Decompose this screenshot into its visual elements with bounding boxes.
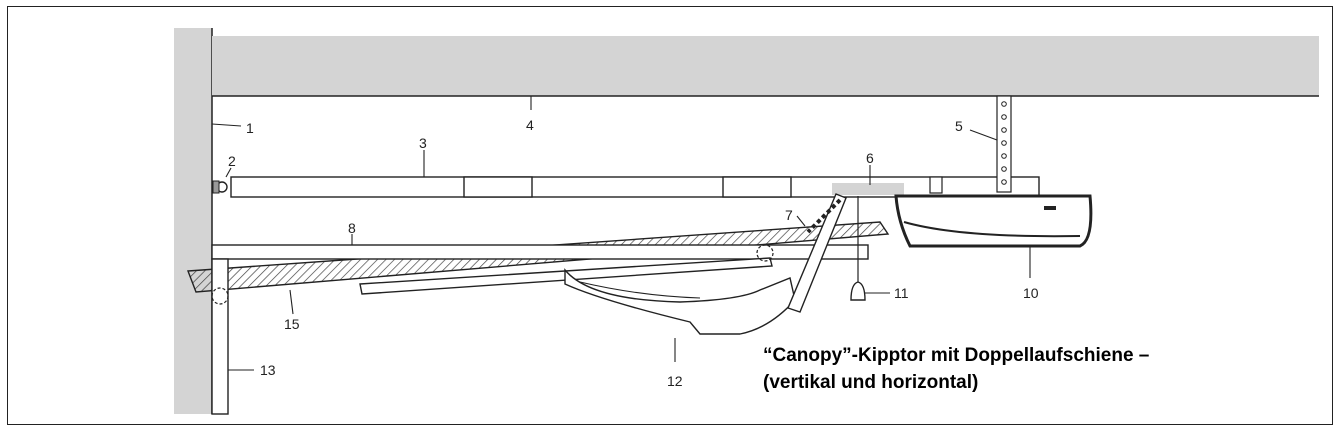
opener-motor-unit: [894, 194, 1093, 248]
emergency-release-handle: [850, 281, 866, 301]
caption-line-2: (vertikal und horizontal): [763, 372, 978, 393]
label-7: 7: [785, 207, 793, 223]
hanger-strap: [996, 95, 1012, 193]
rail-clip: [929, 176, 943, 194]
caption-line-1: “Canopy”-Kipptor mit Doppellaufschiene –: [763, 345, 1149, 366]
label-13: 13: [260, 362, 276, 378]
label-8: 8: [348, 220, 356, 236]
pivot-point-lower: [211, 287, 229, 305]
pivot-point-upper: [756, 244, 774, 262]
label-5: 5: [955, 118, 963, 134]
door-frame-beam: [211, 244, 869, 260]
rail-joint-2: [722, 176, 792, 198]
wall: [174, 28, 212, 414]
label-11: 11: [894, 285, 909, 301]
door-jamb: [211, 258, 229, 415]
label-2: 2: [228, 153, 236, 169]
label-4: 4: [526, 117, 534, 133]
label-3: 3: [419, 135, 427, 151]
label-10: 10: [1023, 285, 1039, 301]
label-15: 15: [284, 316, 300, 332]
rail: [230, 176, 1040, 198]
label-12: 12: [667, 373, 683, 389]
trolley: [832, 183, 904, 195]
diagram-frame: [7, 6, 1333, 425]
ceiling: [212, 36, 1319, 96]
door-arm: [787, 193, 847, 313]
label-1: 1: [246, 120, 254, 136]
label-6: 6: [866, 150, 874, 166]
rail-joint-1: [463, 176, 533, 198]
door-bracket: [564, 268, 796, 335]
